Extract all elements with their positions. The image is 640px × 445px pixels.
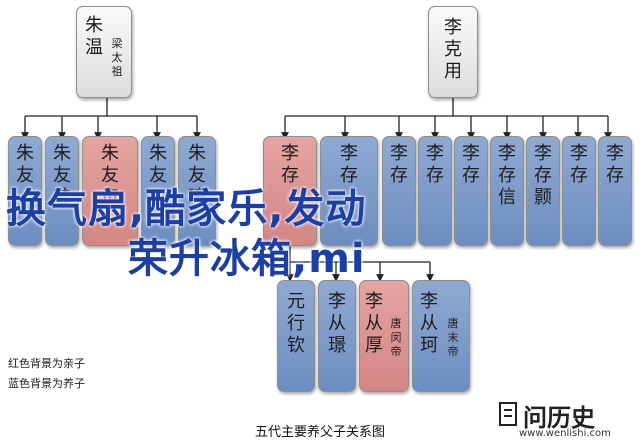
row1-node-4-name: 朱 友 璋 — [188, 143, 206, 208]
li-keyong-node: 李 克 用 — [428, 6, 478, 98]
row1-node-5-name: 李 存 — [281, 143, 299, 186]
row1-node-9: 李 存 — [454, 136, 488, 246]
row1-node-1: 朱 友 珪 — [45, 136, 79, 246]
row1-node-11: 李 存 颢 — [526, 136, 560, 246]
row2-node-2-name: 李 从 厚 — [365, 291, 383, 356]
legend-blue: 蓝色背景为养子 — [8, 377, 85, 390]
row2-node-3: 李 从 珂 唐 末 帝 — [412, 280, 470, 392]
row1-node-8-name: 李 存 — [426, 143, 444, 186]
row1-node-2: 朱 友 贞 — [82, 136, 138, 246]
row2-node-1-name: 李 从 璟 — [328, 291, 346, 356]
row1-node-5: 李 存 — [263, 136, 317, 246]
zhu-wen-name: 朱 温 — [85, 15, 103, 58]
overlay-text-line2: 荣升冰箱,mi — [128, 236, 366, 282]
row2-node-2: 李 从 厚 唐 闵 帝 — [359, 280, 409, 392]
row1-node-12-name: 李 存 — [570, 143, 588, 186]
row1-node-7-name: 李 存 — [390, 143, 408, 186]
row1-node-13: 李 存 — [598, 136, 632, 246]
row2-node-0: 元 行 钦 — [277, 280, 315, 392]
row1-node-8: 李 存 — [418, 136, 452, 246]
logo-url: www.wenlishi.com — [519, 428, 611, 439]
zhu-wen-title: 梁 太 祖 — [111, 37, 123, 78]
row2-node-2-title: 唐 闵 帝 — [390, 317, 402, 358]
overlay-text-line1: 换气扇,酷家乐,发动 — [6, 186, 367, 232]
row1-node-13-name: 李 存 — [606, 143, 624, 186]
row1-node-3-name: 朱 友 — [149, 143, 167, 186]
row1-node-3: 朱 友 — [141, 136, 175, 246]
row1-node-10: 李 存 信 — [490, 136, 524, 246]
row1-node-9-name: 李 存 — [462, 143, 480, 186]
row1-node-2-name: 朱 友 贞 — [101, 143, 119, 208]
row1-node-6-name: 李 存 — [340, 143, 358, 186]
row1-node-12: 李 存 — [562, 136, 596, 246]
site-logo: 问历史 www.wenlishi.com — [497, 396, 637, 442]
diagram-caption: 五代主要养父子关系图 — [254, 425, 385, 440]
row2-node-1: 李 从 璟 — [318, 280, 356, 392]
row1-node-6: 李 存 — [320, 136, 378, 246]
row1-node-10-name: 李 存 信 — [498, 143, 516, 208]
scroll-icon — [499, 402, 517, 426]
row2-node-0-name: 元 行 钦 — [287, 291, 305, 356]
row1-node-0: 朱 友 — [8, 136, 42, 246]
row2-node-3-title: 唐 末 帝 — [447, 317, 459, 358]
li-keyong-name: 李 克 用 — [444, 17, 462, 82]
zhu-wen-node: 朱 温 梁 太 祖 — [76, 6, 132, 98]
logo-text: 问历史 — [523, 403, 595, 432]
legend-red: 红色背景为亲子 — [8, 357, 85, 370]
row1-node-4: 朱 友 璋 — [178, 136, 216, 246]
row1-node-7: 李 存 — [382, 136, 416, 246]
row2-node-3-name: 李 从 珂 — [420, 291, 438, 356]
row1-node-0-name: 朱 友 — [16, 143, 34, 186]
row1-node-11-name: 李 存 颢 — [534, 143, 552, 208]
row1-node-1-name: 朱 友 珪 — [53, 143, 71, 208]
